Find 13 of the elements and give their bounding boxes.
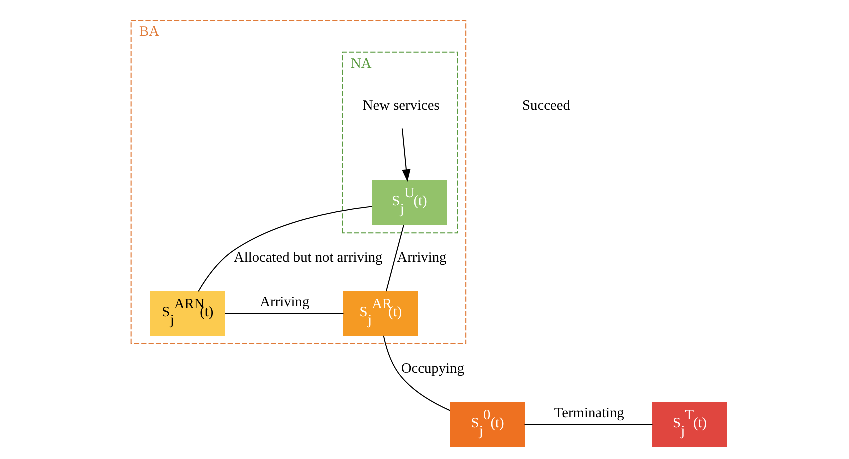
arrow xyxy=(401,128,410,182)
edge-label: Occupying xyxy=(400,360,464,377)
label: Succeed xyxy=(522,98,570,114)
edge-label: Allocated but not arriving xyxy=(234,250,382,266)
connector xyxy=(382,336,450,412)
connector xyxy=(224,313,344,314)
edge-label: Arriving xyxy=(396,250,446,266)
node-text: New services xyxy=(362,98,440,114)
connector xyxy=(524,424,652,426)
connector xyxy=(385,224,404,292)
edge-label: Arriving xyxy=(260,294,310,311)
connector xyxy=(198,206,372,292)
edge-label: Terminating xyxy=(554,406,624,422)
